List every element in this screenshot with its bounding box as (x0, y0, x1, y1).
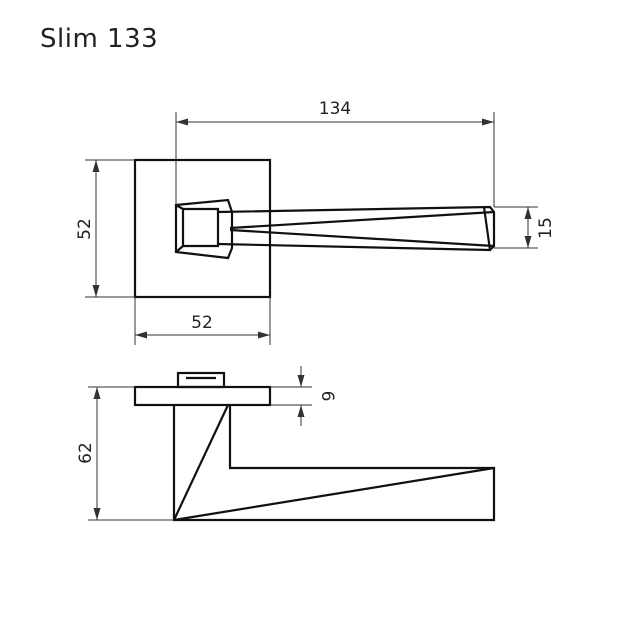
arrow-134-right (482, 118, 494, 126)
arrow-52h-right (258, 331, 270, 339)
rose-square (133, 158, 272, 299)
lever-ridge-bottom (229, 228, 495, 248)
lever-end-bevel (482, 206, 492, 251)
arrow-52h-left (135, 331, 147, 339)
rose-plate (133, 385, 272, 407)
drawing-title: Slim 133 (40, 24, 159, 54)
collar-inner (181, 207, 220, 248)
arrow-15-top (524, 207, 532, 219)
lever-arm (217, 205, 496, 252)
spindle-cap (176, 371, 226, 389)
collar-edge-1 (175, 204, 184, 210)
dim-label-62: 62 (76, 442, 96, 464)
arrow-134-left (176, 118, 188, 126)
dim-label-15: 15 (536, 217, 556, 239)
dim-label-52v: 52 (75, 218, 95, 240)
lever-bevel-line (173, 466, 495, 522)
top-view: 134 52 52 15 (75, 99, 556, 345)
lever-body (172, 405, 496, 522)
collar-edge-2 (175, 245, 184, 253)
arrow-62-bottom (93, 508, 101, 520)
arrow-15-bottom (524, 236, 532, 248)
dim-label-6: 6 (317, 391, 337, 402)
dim-label-52h: 52 (191, 313, 213, 333)
side-view: 62 6 (76, 366, 496, 522)
arrow-62-top (93, 387, 101, 399)
arrow-52v-top (92, 160, 100, 172)
lever-diagonal (173, 404, 229, 521)
dim-label-134: 134 (319, 99, 351, 119)
arrow-52v-bottom (92, 285, 100, 297)
arrow-6-top (297, 375, 305, 387)
arrow-6-bottom (297, 405, 305, 417)
lever-ridge-top (229, 210, 495, 230)
